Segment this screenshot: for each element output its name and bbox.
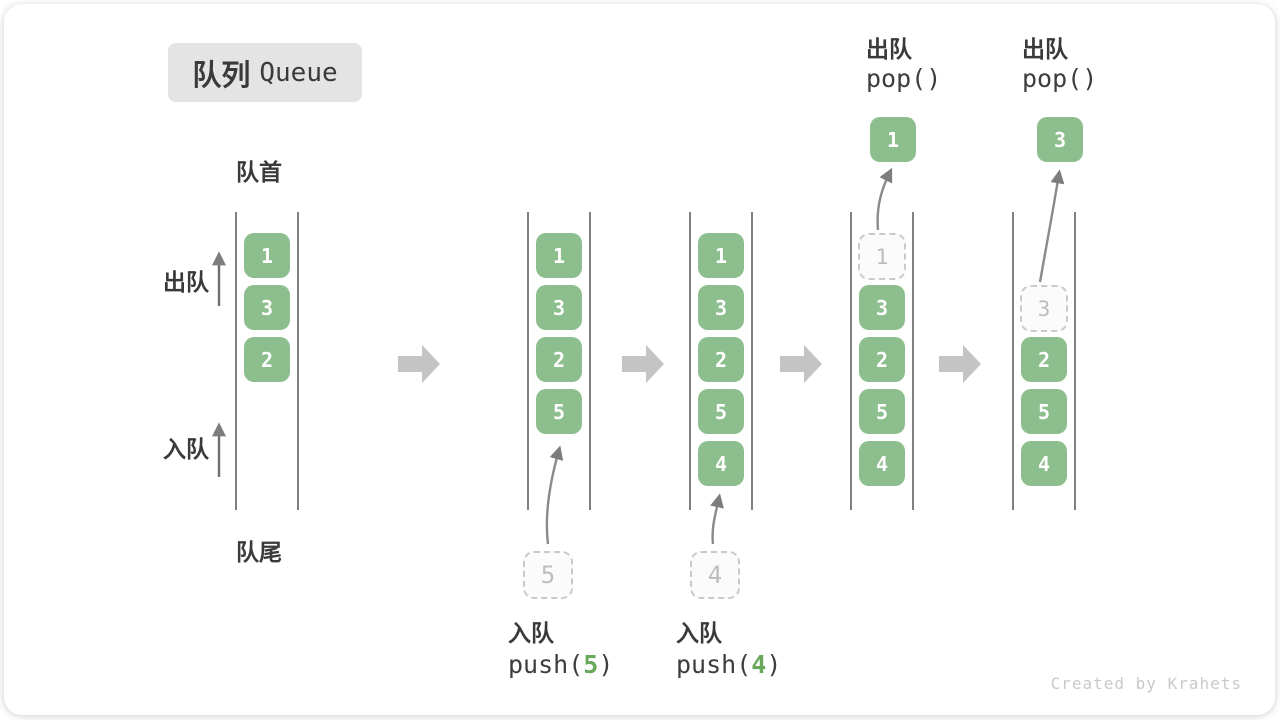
pop1-op-label: 出队	[866, 36, 912, 62]
queue2-incoming-box: 5	[523, 551, 573, 599]
enqueue-side-label: 入队	[163, 436, 209, 462]
credit-text: Created by Krahets	[1050, 674, 1242, 693]
queue3-box: 3	[698, 285, 744, 330]
operation-arrows	[545, 167, 1065, 545]
step-arrow-3-icon	[780, 345, 822, 383]
queue3-box: 4	[698, 441, 744, 486]
push4-fn: push(	[676, 650, 752, 679]
push4-op-code: push(4)	[676, 650, 781, 679]
push4-arrow-icon	[710, 493, 724, 545]
queue5-box: 4	[1021, 441, 1067, 486]
title-badge: 队列 Queue	[168, 43, 362, 102]
queue-rear-label: 队尾	[236, 539, 282, 565]
queue3-box: 1	[698, 233, 744, 278]
queue4-box: 4	[859, 441, 905, 486]
queue2-box: 2	[536, 337, 582, 382]
title-en: Queue	[259, 57, 338, 88]
queue-front-label: 队首	[236, 159, 282, 185]
push4-close: )	[766, 650, 782, 679]
push5-op-label: 入队	[508, 620, 554, 646]
queue4-ghost-box: 1	[858, 233, 906, 280]
push5-arg: 5	[583, 650, 599, 679]
queue1-box: 3	[244, 285, 290, 330]
push4-op-label: 入队	[676, 620, 722, 646]
queue3-box: 2	[698, 337, 744, 382]
step-arrow-1-icon	[398, 345, 440, 383]
queue4-popped-box: 1	[870, 117, 916, 162]
queue4-box: 5	[859, 389, 905, 434]
queue3-incoming-box: 4	[690, 551, 740, 599]
queue1-box: 2	[244, 337, 290, 382]
step-arrow-4-icon	[939, 345, 981, 383]
dequeue-side-label: 出队	[163, 269, 209, 295]
queue2-box: 5	[536, 389, 582, 434]
step-arrows	[398, 345, 981, 383]
queue5-popped-box: 3	[1037, 117, 1083, 162]
push5-arrow-icon	[545, 445, 564, 545]
queue3-box: 5	[698, 389, 744, 434]
pop1-arrow-icon	[876, 167, 893, 231]
queue4-box: 3	[859, 285, 905, 330]
queue1-box: 1	[244, 233, 290, 278]
queue2-box: 3	[536, 285, 582, 330]
pop3-op-code: pop()	[1022, 64, 1098, 93]
pop3-op-label: 出队	[1022, 36, 1068, 62]
queue-wall-lines	[235, 212, 1076, 510]
step-arrow-2-icon	[622, 345, 664, 383]
push5-op-code: push(5)	[508, 650, 613, 679]
queue5-ghost-box: 3	[1020, 285, 1068, 332]
push5-fn: push(	[508, 650, 584, 679]
queue2-box: 1	[536, 233, 582, 278]
pop3-arrow-icon	[1038, 169, 1065, 283]
queue5-box: 2	[1021, 337, 1067, 382]
title-zh: 队列	[192, 59, 251, 92]
queue5-box: 5	[1021, 389, 1067, 434]
queue4-box: 2	[859, 337, 905, 382]
pop1-op-code: pop()	[866, 64, 942, 93]
push4-arg: 4	[751, 650, 767, 679]
push5-close: )	[598, 650, 614, 679]
